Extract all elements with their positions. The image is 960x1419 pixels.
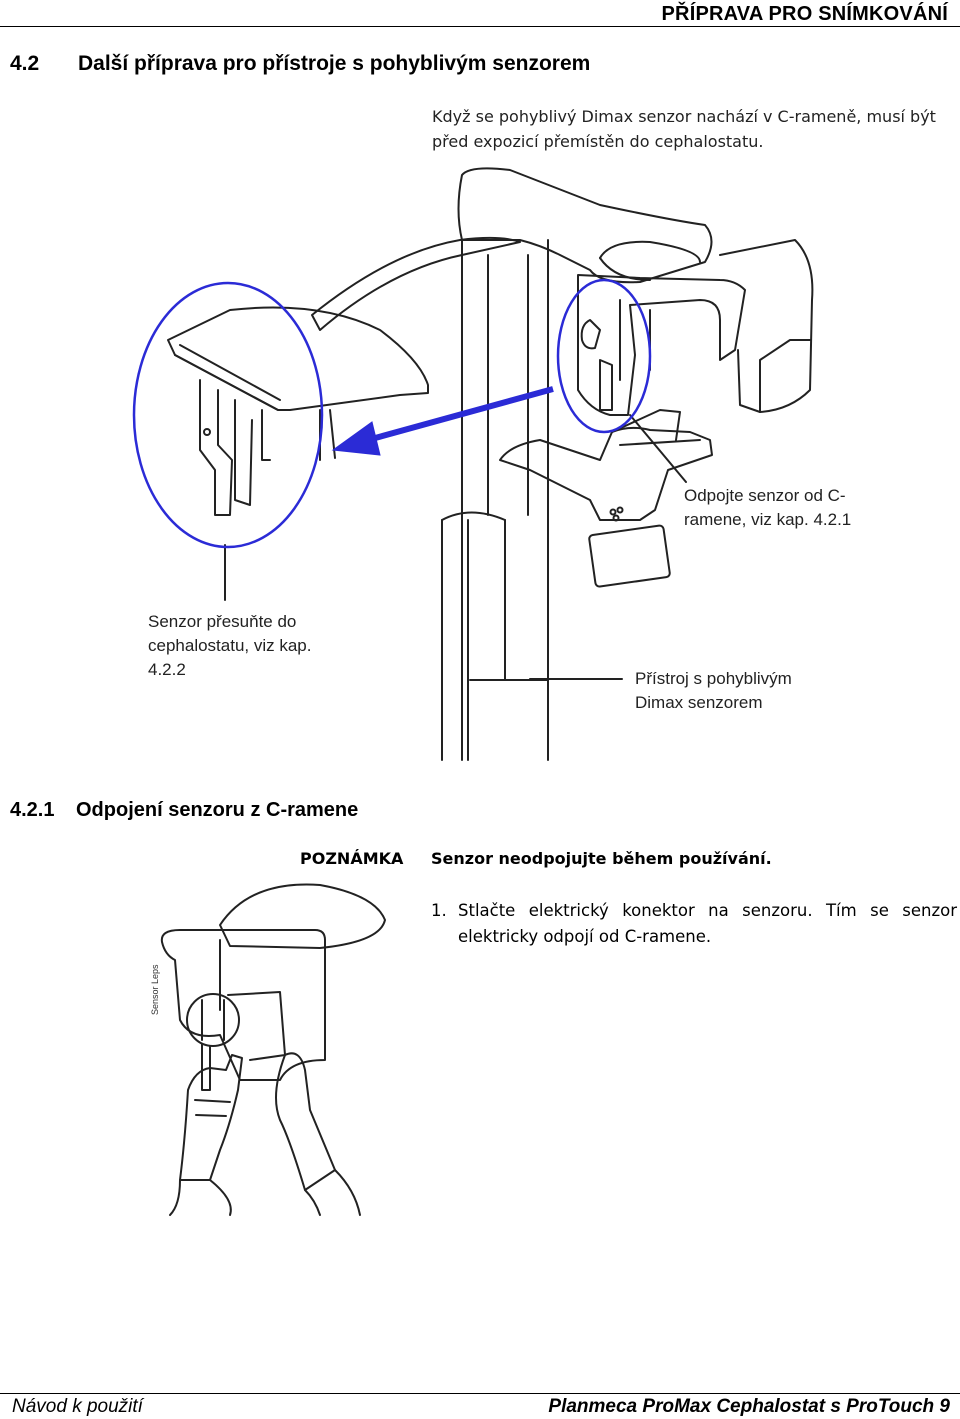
section-title: Další příprava pro přístroje s pohyblivý… [78,52,591,75]
intro-paragraph: Když se pohyblivý Dimax senzor nachází v… [432,107,936,151]
footer-left: Návod k použití [12,1396,143,1417]
column-outline [461,239,549,761]
left-hand [179,1054,243,1181]
header-rule [0,26,960,27]
subsection-title: Odpojení senzoru z C-ramene [76,799,359,821]
callout-move-sensor: Senzor přesuňte do cephalostatu, viz kap… [148,612,312,679]
section-heading: 4.2 Další příprava pro přístroje s pohybl… [10,52,590,76]
tube-head [457,167,713,284]
transfer-arrow [331,386,554,456]
step-number: 1. [431,901,447,920]
sensor-body [227,991,286,1061]
step-text: Stlačte elektrický konektor na senzoru. … [458,901,957,946]
c-arm-head [577,274,746,416]
sensor-housing [160,929,326,1081]
section-number: 4.2 [10,52,40,75]
subsection-heading: 4.2.1 Odpojení senzoru z C-ramene [10,799,358,822]
callout-disconnect: Odpojte senzor od C- ramene, viz kap. 4.… [684,486,852,529]
step-1: 1. Stlačte elektrický konektor na senzor… [431,898,957,950]
footer-right: Planmeca ProMax Cephalostat s ProTouch 9 [548,1396,950,1417]
right-hand [275,1052,336,1191]
head-support-top [219,883,386,949]
subsection-number: 4.2.1 [10,799,55,821]
note-label: POZNÁMKA [300,849,404,868]
disconnect-illustration: Sensor Leps [150,883,386,1216]
unit-illustration [132,167,814,761]
patient-support [499,426,713,521]
rotating-arm [311,236,521,331]
c-arm-highlight-ellipse [556,278,652,434]
footer-rule [0,1393,960,1394]
callout-device: Přístroj s pohyblivým Dimax senzorem [635,669,792,712]
sensor-label: Sensor Leps [150,964,160,1015]
note-text: Senzor neodpojujte během používání. [431,849,772,868]
ceph-highlight-ellipse [132,281,324,549]
running-header: PŘÍPRAVA PRO SNÍMKOVÁNÍ [661,3,948,25]
ceph-sensor-head [167,306,429,411]
